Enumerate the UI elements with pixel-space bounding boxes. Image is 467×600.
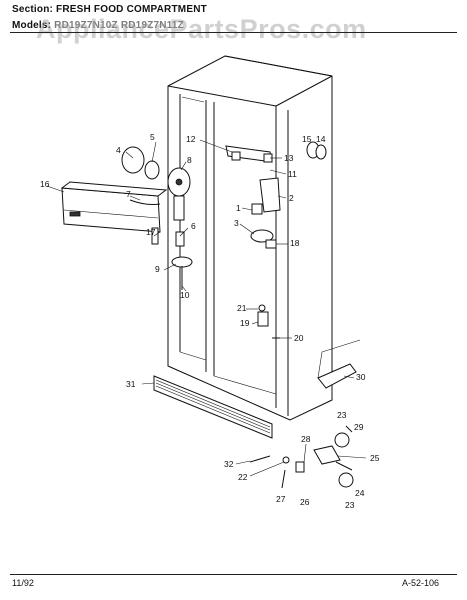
callout-2: 2 <box>289 193 294 203</box>
footer-page-code: A-52-106 <box>402 578 440 588</box>
control-panel <box>60 181 168 233</box>
callout-11: 11 <box>288 169 297 179</box>
callout-6: 6 <box>191 221 196 231</box>
callout-29: 29 <box>354 422 364 432</box>
callout-1: 1 <box>236 203 241 213</box>
callout-28: 28 <box>301 434 311 444</box>
callout-23b: 23 <box>345 500 355 510</box>
callout-17: 17 <box>146 227 156 237</box>
footer-date: 11/92 <box>12 578 34 588</box>
callout-3: 3 <box>234 218 239 228</box>
roller-parts <box>249 425 354 489</box>
model-numbers: RD19Z7N10Z RD19Z7N11Z <box>54 20 184 31</box>
section-title: FRESH FOOD COMPARTMENT <box>56 4 207 15</box>
callout-4: 4 <box>116 145 121 155</box>
callout-18: 18 <box>290 238 300 248</box>
callout-10: 10 <box>180 290 190 300</box>
callout-22: 22 <box>238 472 248 482</box>
rail-part <box>317 339 361 389</box>
callout-5: 5 <box>150 132 155 142</box>
callout-25: 25 <box>370 453 380 463</box>
callout-24: 24 <box>355 488 365 498</box>
top-rule <box>10 32 457 33</box>
callout-30: 30 <box>356 372 366 382</box>
callout-12: 12 <box>186 134 196 144</box>
lower-bracket <box>257 304 280 339</box>
cabinet <box>167 55 333 421</box>
top-fixtures <box>225 141 327 163</box>
callout-9: 9 <box>155 264 160 274</box>
callout-21: 21 <box>237 303 247 313</box>
callout-labels: 1 2 3 4 5 6 7 8 9 10 11 12 13 14 15 16 1… <box>40 132 380 510</box>
callout-14: 14 <box>316 134 326 144</box>
callout-27: 27 <box>276 494 286 504</box>
callout-32: 32 <box>224 459 234 469</box>
callout-16: 16 <box>40 179 50 189</box>
section-label: Section: <box>12 4 54 15</box>
bottom-rule <box>10 574 457 575</box>
callout-8: 8 <box>187 155 192 165</box>
callout-7: 7 <box>126 189 131 199</box>
watermark-text: AppliancePartsPros.com <box>36 14 367 44</box>
callout-31: 31 <box>126 379 136 389</box>
callout-23a: 23 <box>337 410 347 420</box>
model-label: Models <box>12 20 48 31</box>
callout-13: 13 <box>284 153 294 163</box>
bracket-parts <box>250 177 281 249</box>
callout-15: 15 <box>302 134 312 144</box>
callout-19: 19 <box>240 318 250 328</box>
callout-20: 20 <box>294 333 304 343</box>
bottom-grille <box>153 375 273 439</box>
leader-lines <box>46 139 367 477</box>
callout-26: 26 <box>300 497 310 507</box>
